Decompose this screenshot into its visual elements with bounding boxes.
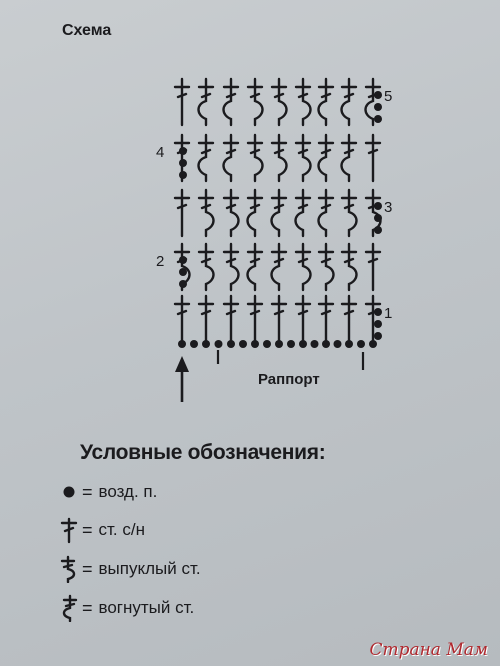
chain-dot-icon: [178, 340, 186, 348]
back-post-stitch-icon: [197, 133, 215, 183]
chain-dot-icon: [179, 268, 187, 276]
double-crochet-icon: [294, 294, 312, 344]
row-number: 4: [156, 144, 164, 161]
legend-title: Условные обозначения:: [80, 441, 326, 464]
chain-dot-icon: [287, 340, 295, 348]
chain-dot-icon: [63, 486, 75, 498]
chain-dot-icon: [322, 340, 330, 348]
chain-dot-icon: [179, 171, 187, 179]
chain-dot-icon: [190, 340, 198, 348]
legend-equals: =: [82, 597, 93, 618]
back-post-stitch-icon: [246, 188, 264, 238]
legend-item-back-post: = вогнутый ст.: [58, 594, 194, 622]
front-post-stitch-icon: [222, 188, 240, 238]
double-crochet-icon: [173, 188, 191, 238]
repeat-label: Раппорт: [258, 371, 320, 388]
front-post-stitch-icon: [294, 133, 312, 183]
front-post-stitch-icon: [270, 77, 288, 127]
chain-dot-icon: [202, 340, 210, 348]
legend-equals: =: [82, 558, 93, 579]
chain-dot-icon: [374, 308, 382, 316]
chain-dot-icon: [179, 280, 187, 288]
crochet-chart: 1 2 3 4 5: [156, 77, 392, 402]
chain-dot-icon: [239, 340, 247, 348]
legend-label: возд. п.: [98, 482, 158, 501]
chain-dot-icon: [263, 340, 271, 348]
back-post-stitch-icon: [222, 77, 240, 127]
front-post-stitch-icon: [222, 242, 240, 292]
watermark-logo: Страна Мам: [369, 640, 488, 660]
row-number: 3: [384, 199, 392, 216]
chain-dot-icon: [345, 340, 353, 348]
chain-dot-icon: [275, 340, 283, 348]
back-post-stitch-icon: [270, 242, 288, 292]
chain-dot-icon: [299, 340, 307, 348]
legend-item-chain: = возд. п.: [58, 478, 157, 506]
legend-label: выпуклый ст.: [98, 559, 201, 578]
chain-dot-icon: [227, 340, 235, 348]
double-crochet-icon: [364, 133, 382, 183]
chain-dot-icon: [214, 340, 223, 348]
chain-dot-icon: [369, 340, 377, 348]
front-post-stitch-icon: [270, 133, 288, 183]
back-post-stitch-icon: [317, 133, 335, 183]
row-number: 2: [156, 253, 164, 270]
double-crochet-icon: [222, 294, 240, 344]
double-crochet-icon: [246, 294, 264, 344]
front-post-stitch-icon: [246, 77, 264, 127]
front-post-stitch-icon: [197, 188, 215, 238]
front-post-stitch-icon: [197, 242, 215, 292]
chain-dot-icon: [179, 256, 187, 264]
legend-label: ст. с/н: [98, 520, 145, 539]
back-post-stitch-icon: [294, 188, 312, 238]
chain-dot-icon: [374, 214, 382, 222]
chain-dot-icon: [179, 159, 187, 167]
chain-dot-icon: [374, 91, 382, 99]
back-post-stitch-icon: [222, 133, 240, 183]
double-crochet-icon: [317, 294, 335, 344]
chain-dot-icon: [374, 332, 382, 340]
start-arrow-icon: [175, 356, 189, 402]
chain-dot-icon: [310, 340, 319, 348]
legend-item-double-crochet: = ст. с/н: [58, 516, 145, 544]
legend-item-front-post: = выпуклый ст.: [58, 555, 201, 583]
double-crochet-icon: [364, 242, 382, 292]
chain-dot-icon: [179, 147, 187, 155]
legend-equals: =: [82, 481, 93, 502]
row-number: 1: [384, 305, 392, 322]
front-post-stitch-icon: [340, 188, 358, 238]
chain-dot-icon: [374, 115, 382, 123]
double-crochet-icon: [173, 77, 191, 127]
front-post-stitch-icon: [317, 242, 335, 292]
double-crochet-icon: [197, 294, 215, 344]
double-crochet-icon: [340, 294, 358, 344]
row-number: 5: [384, 88, 392, 105]
front-post-stitch-icon: [60, 555, 76, 583]
chain-dot-icon: [333, 340, 342, 348]
front-post-stitch-icon: [294, 77, 312, 127]
chain-dot-icon: [374, 202, 382, 210]
back-post-stitch-icon: [62, 594, 78, 622]
back-post-stitch-icon: [340, 77, 358, 127]
back-post-stitch-icon: [340, 133, 358, 183]
double-crochet-icon: [270, 294, 288, 344]
chain-dot-icon: [357, 340, 365, 348]
front-post-stitch-icon: [246, 133, 264, 183]
chain-dot-icon: [374, 226, 382, 234]
chart-title: Схема: [62, 22, 112, 39]
back-post-stitch-icon: [270, 188, 288, 238]
back-post-stitch-icon: [197, 77, 215, 127]
chain-dot-icon: [374, 320, 382, 328]
double-crochet-icon: [173, 294, 191, 344]
chain-dot-icon: [251, 340, 259, 348]
front-post-stitch-icon: [340, 242, 358, 292]
back-post-stitch-icon: [317, 188, 335, 238]
double-crochet-icon: [60, 517, 78, 544]
back-post-stitch-icon: [246, 242, 264, 292]
chain-dot-icon: [374, 103, 382, 111]
back-post-stitch-icon: [317, 77, 335, 127]
legend-label: вогнутый ст.: [98, 598, 195, 617]
front-post-stitch-icon: [294, 242, 312, 292]
legend-equals: =: [82, 519, 93, 540]
